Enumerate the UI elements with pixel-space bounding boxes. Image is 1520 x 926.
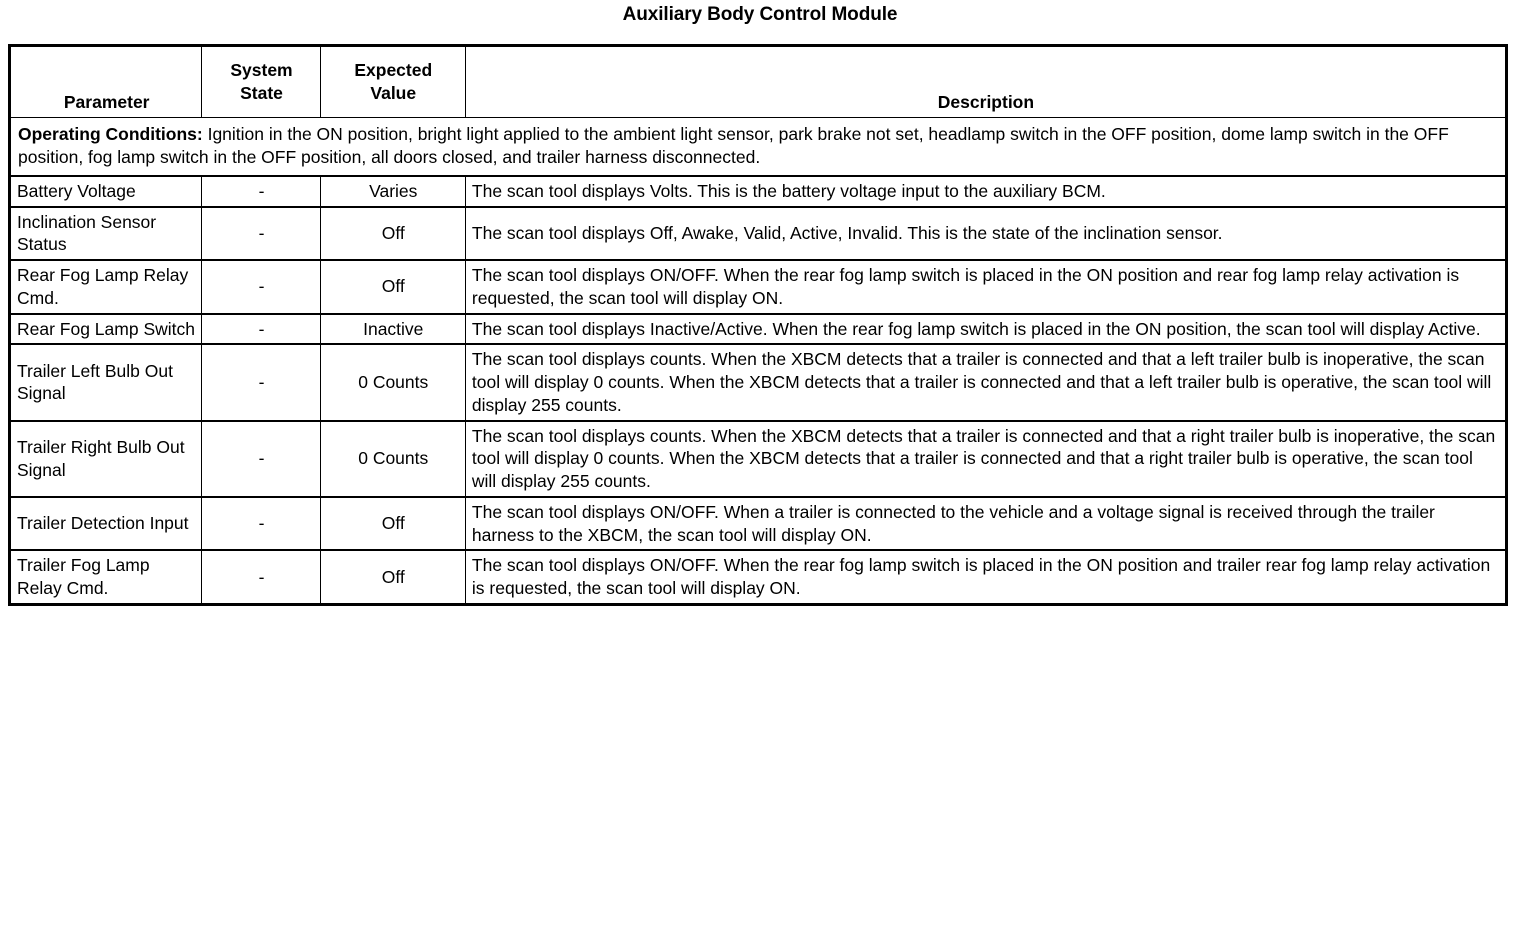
cell-description: The scan tool displays counts. When the … — [464, 419, 1508, 498]
cell-system-state: - — [201, 174, 321, 208]
cell-description: The scan tool displays ON/OFF. When a tr… — [464, 495, 1508, 551]
cell-parameter: Trailer Right Bulb Out Signal — [8, 419, 203, 498]
cell-description: The scan tool displays counts. When the … — [464, 343, 1508, 422]
cell-parameter: Rear Fog Lamp Relay Cmd. — [8, 259, 203, 315]
page-title: Auxiliary Body Control Module — [622, 4, 898, 25]
cell-system-state: - — [201, 259, 321, 315]
cell-system-state: - — [201, 549, 321, 605]
cell-expected-value: Off — [319, 205, 466, 261]
spec-table-container: Parameter System State Expected Value De… — [8, 44, 1508, 606]
table-row: Trailer Right Bulb Out Signal - 0 Counts… — [8, 419, 1508, 498]
cell-system-state: - — [201, 495, 321, 551]
table-row: Trailer Fog Lamp Relay Cmd. - Off The sc… — [8, 549, 1508, 605]
cell-parameter: Trailer Left Bulb Out Signal — [8, 343, 203, 422]
column-header-system-state-line1: System — [230, 60, 293, 81]
cell-system-state: - — [201, 343, 321, 422]
table-row: Trailer Detection Input - Off The scan t… — [8, 495, 1508, 551]
cell-expected-value: Inactive — [319, 312, 466, 345]
column-header-description: Description — [464, 45, 1508, 118]
column-header-expected-value-line2: Value — [370, 83, 417, 103]
table-body: Operating Conditions: Ignition in the ON… — [8, 116, 1508, 605]
table-row: Rear Fog Lamp Switch - Inactive The scan… — [8, 312, 1508, 345]
table-row: Inclination Sensor Status - Off The scan… — [8, 205, 1508, 261]
cell-parameter: Inclination Sensor Status — [8, 205, 203, 261]
column-header-parameter: Parameter — [8, 45, 203, 118]
cell-system-state: - — [201, 419, 321, 498]
cell-parameter: Rear Fog Lamp Switch — [8, 312, 203, 345]
operating-conditions-cell: Operating Conditions: Ignition in the ON… — [9, 116, 1507, 177]
column-header-system-state: System State — [201, 45, 321, 118]
cell-description: The scan tool displays Inactive/Active. … — [464, 312, 1508, 345]
cell-expected-value: 0 Counts — [319, 419, 466, 498]
cell-parameter: Trailer Fog Lamp Relay Cmd. — [8, 549, 203, 605]
parameter-spec-table: Parameter System State Expected Value De… — [8, 44, 1508, 606]
table-row: Rear Fog Lamp Relay Cmd. - Off The scan … — [8, 259, 1508, 315]
table-row: Battery Voltage - Varies The scan tool d… — [8, 174, 1508, 208]
column-header-expected-value-line1: Expected — [354, 60, 433, 81]
table-row: Trailer Left Bulb Out Signal - 0 Counts … — [8, 343, 1508, 422]
cell-expected-value: 0 Counts — [319, 343, 466, 422]
column-header-expected-value: Expected Value — [319, 45, 466, 118]
cell-system-state: - — [201, 312, 321, 345]
cell-description: The scan tool displays Off, Awake, Valid… — [464, 205, 1508, 261]
column-header-system-state-line2: State — [240, 83, 283, 103]
cell-expected-value: Off — [319, 259, 466, 315]
cell-parameter: Trailer Detection Input — [8, 495, 203, 551]
cell-description: The scan tool displays ON/OFF. When the … — [464, 549, 1508, 605]
table-header: Parameter System State Expected Value De… — [8, 45, 1508, 118]
cell-description: The scan tool displays Volts. This is th… — [464, 174, 1508, 208]
cell-parameter: Battery Voltage — [8, 174, 203, 208]
operating-conditions-row: Operating Conditions: Ignition in the ON… — [9, 116, 1507, 177]
cell-expected-value: Off — [319, 495, 466, 551]
operating-conditions-label: Operating Conditions: — [18, 124, 203, 144]
operating-conditions-text: Ignition in the ON position, bright ligh… — [18, 124, 1449, 167]
cell-expected-value: Varies — [319, 174, 466, 208]
cell-description: The scan tool displays ON/OFF. When the … — [464, 259, 1508, 315]
cell-system-state: - — [201, 205, 321, 261]
cell-expected-value: Off — [319, 549, 466, 605]
table-header-row: Parameter System State Expected Value De… — [8, 45, 1508, 118]
